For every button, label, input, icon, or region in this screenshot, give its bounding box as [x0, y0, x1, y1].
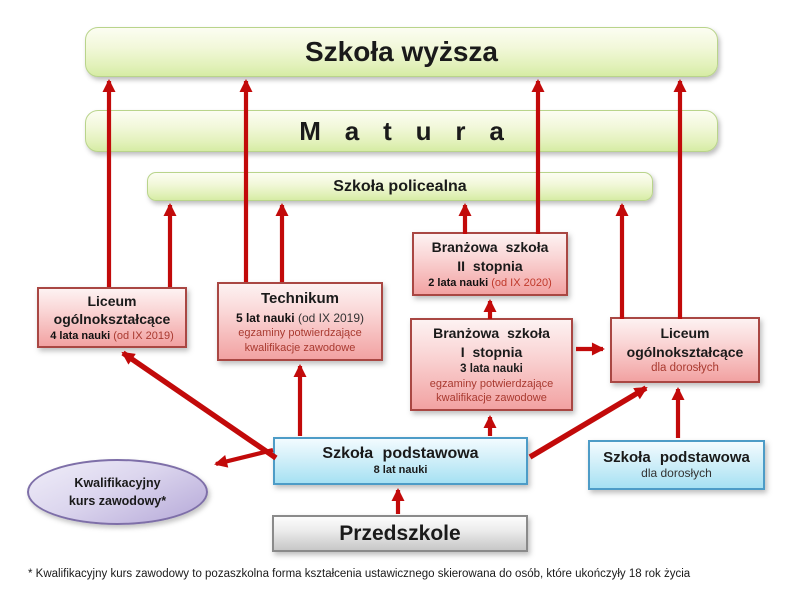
- box-branzowa-szkola-1-stopnia: Branżowa szkoła I stopnia 3 lata nauki e…: [410, 318, 573, 411]
- box-subtext: dla dorosłych: [651, 361, 719, 374]
- box-title-line2: ogólnokształcące: [53, 311, 171, 328]
- arrow-podstawowa-to-liceum: [121, 350, 278, 461]
- box-title: Szkoła policealna: [333, 177, 467, 195]
- box-szkola-podstawowa: Szkoła podstawowa 8 lat nauki: [273, 437, 528, 485]
- box-liceum-ogolnoksztalcace: Liceum ogólnokształcące 4 lata nauki (od…: [37, 287, 187, 348]
- box-przedszkole: Przedszkole: [272, 515, 528, 552]
- box-title: Szkoła podstawowa: [322, 444, 479, 462]
- box-szkola-policealna: Szkoła policealna: [147, 172, 653, 201]
- box-exams-line2: kwalifikacje zawodowe: [436, 391, 547, 404]
- ellipse-title-line2: kurs zawodowy*: [68, 494, 167, 508]
- box-title-line2: ogólnokształcące: [626, 343, 744, 360]
- box-title: Szkoła wyższa: [305, 36, 498, 67]
- box-title: Technikum: [260, 290, 340, 308]
- box-szkola-podstawowa-dla-doroslych: Szkoła podstawowa dla dorosłych: [588, 440, 765, 490]
- footnote: * Kwalifikacyjny kurs zawodowy to pozasz…: [28, 568, 691, 580]
- box-title-line2: II stopnia: [457, 257, 523, 274]
- box-title: Liceum: [660, 325, 710, 342]
- box-subtext: 8 lat nauki: [373, 463, 428, 476]
- box-subtext: 4 lata nauki (od IX 2019): [50, 329, 174, 342]
- box-subtext: 2 lata nauki (od IX 2020): [428, 276, 552, 289]
- box-subtext: dla dorosłych: [641, 465, 712, 480]
- box-exams-line1: egzaminy potwierdzające: [238, 327, 362, 340]
- box-branzowa-szkola-2-stopnia: Branżowa szkoła II stopnia 2 lata nauki …: [412, 232, 568, 296]
- box-duration: 3 lata nauki: [460, 362, 523, 375]
- box-title: Branżowa szkoła: [431, 238, 549, 255]
- box-exams-line2: kwalifikacje zawodowe: [244, 341, 356, 354]
- box-title-line2: I stopnia: [460, 343, 523, 360]
- ellipse-kwalifikacyjny-kurs-zawodowy: Kwalifikacyjny kurs zawodowy*: [27, 459, 208, 525]
- box-liceum-dla-doroslych: Liceum ogólnokształcące dla dorosłych: [610, 317, 760, 383]
- box-title: M a t u r a: [299, 115, 513, 146]
- box-technikum: Technikum 5 lat nauki (od IX 2019) egzam…: [217, 282, 383, 361]
- box-subtext: 5 lat nauki (od IX 2019): [235, 310, 365, 325]
- box-title: Liceum: [87, 293, 137, 310]
- box-szkola-wyzsza: Szkoła wyższa: [85, 27, 718, 77]
- box-title: Szkoła podstawowa: [603, 448, 750, 466]
- box-exams-line1: egzaminy potwierdzające: [429, 377, 554, 390]
- arrow-podstawowa-to-kurs-zawodowy: [214, 447, 274, 468]
- box-title: Branżowa szkoła: [433, 324, 550, 341]
- ellipse-title: Kwalifikacyjny: [74, 475, 161, 490]
- box-title: Przedszkole: [339, 521, 461, 545]
- box-matura: M a t u r a: [85, 110, 718, 152]
